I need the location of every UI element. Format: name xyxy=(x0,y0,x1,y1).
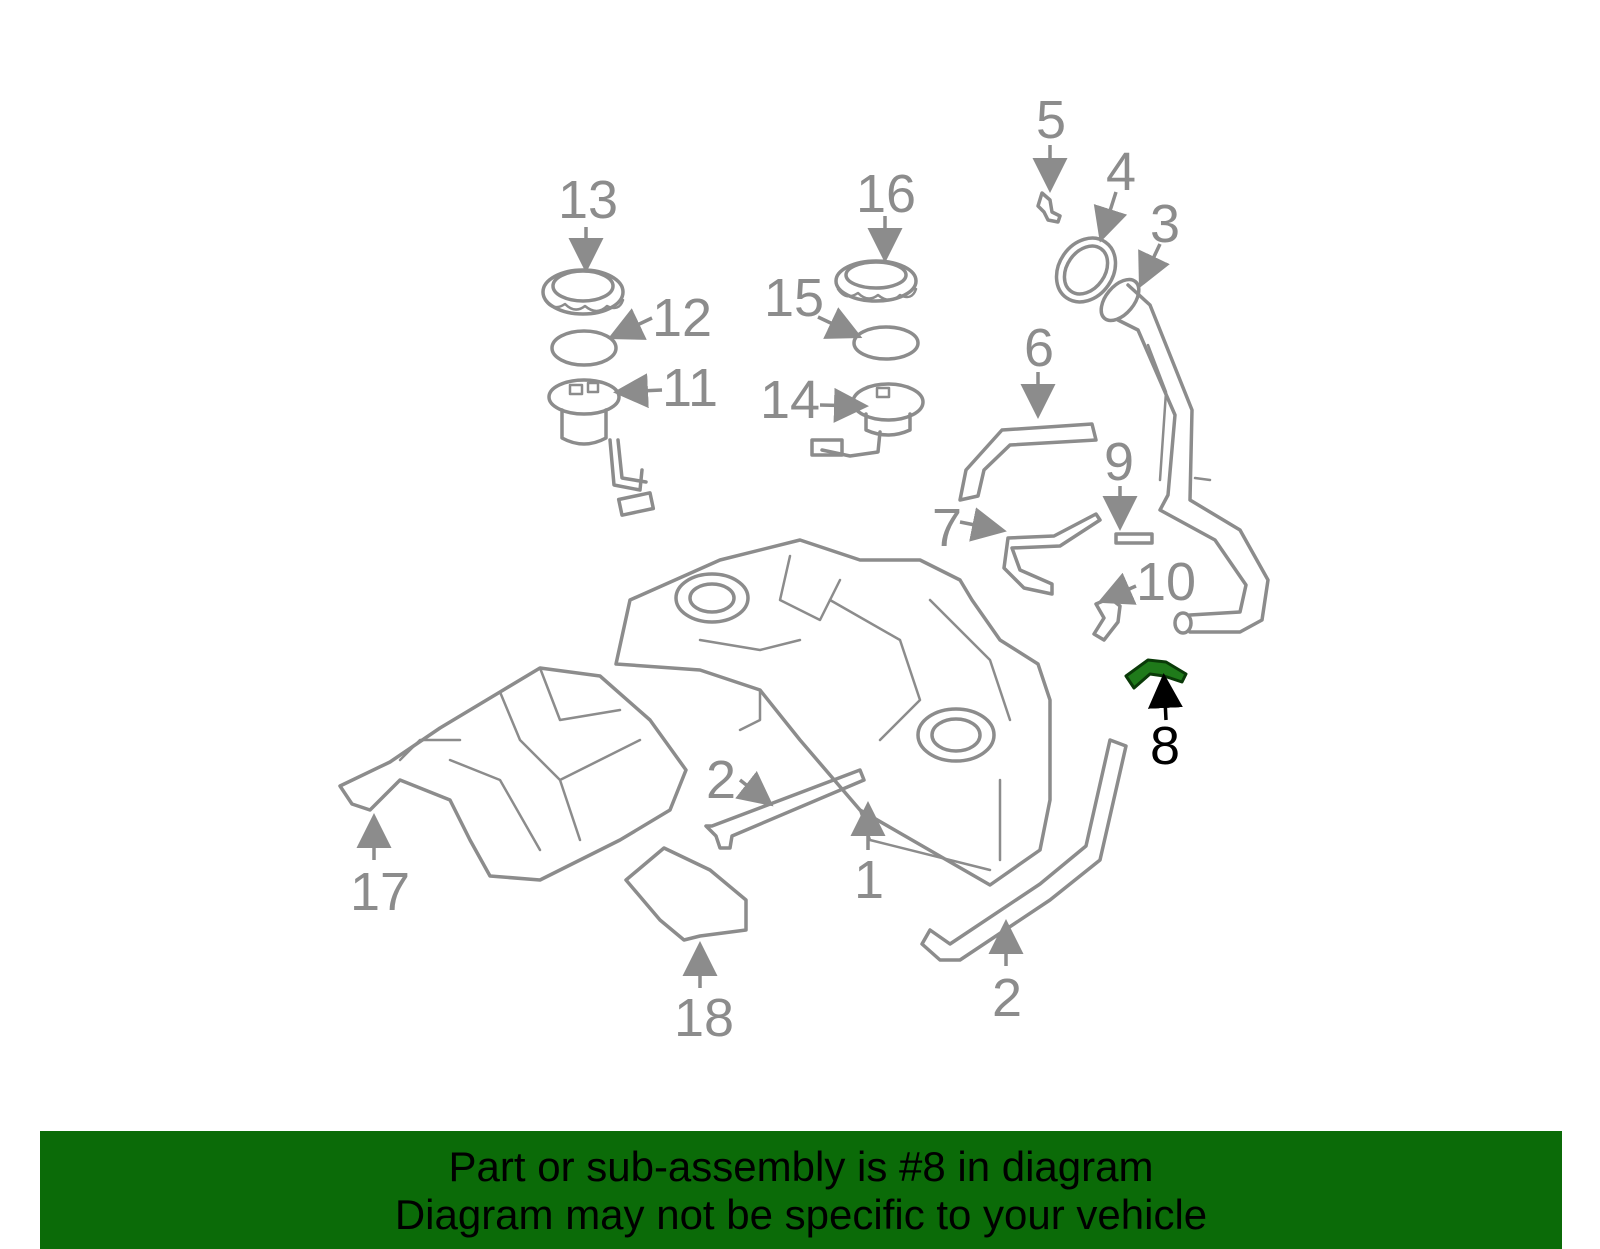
part-18-bracket xyxy=(624,846,748,942)
part-7-vent-line xyxy=(1002,512,1102,596)
part-15-o-ring xyxy=(852,325,920,361)
callout-17: 17 xyxy=(350,862,410,922)
callout-13: 13 xyxy=(558,170,618,230)
caption-line-disclaimer: Diagram may not be specific to your vehi… xyxy=(394,1191,1208,1238)
callout-2-upper: 2 xyxy=(706,750,736,810)
caption-line-part-number: Part or sub-assembly is #8 in diagram xyxy=(448,1143,1154,1190)
part-2-strap-upper xyxy=(704,768,866,850)
callout-7: 7 xyxy=(932,498,962,558)
part-8-hose xyxy=(1124,658,1188,690)
callout-3: 3 xyxy=(1150,194,1180,254)
leader-4 xyxy=(1093,191,1128,243)
callout-8: 8 xyxy=(1150,716,1180,776)
part-17-heat-shield xyxy=(338,666,688,882)
part-2-strap-lower xyxy=(920,738,1128,962)
part-3-filler-neck xyxy=(1099,277,1270,635)
part-1-fuel-tank xyxy=(614,538,1052,887)
part-12-o-ring xyxy=(550,329,618,367)
leader-14 xyxy=(819,387,869,423)
part-11-fuel-pump xyxy=(547,378,656,517)
parts-diagram: 13 12 11 16 15 14 5 4 3 6 9 7 10 8 1 2 2… xyxy=(338,90,1270,1048)
callout-6: 6 xyxy=(1024,318,1054,378)
callout-12: 12 xyxy=(652,288,712,348)
leader-12 xyxy=(607,308,653,340)
callout-16: 16 xyxy=(856,164,916,224)
leader-11 xyxy=(613,373,663,409)
callout-15: 15 xyxy=(764,268,824,328)
leader-2-upper xyxy=(735,770,774,807)
leader-15 xyxy=(817,307,863,339)
part-4-seal xyxy=(1054,236,1118,304)
callout-11: 11 xyxy=(662,358,718,418)
callout-18: 18 xyxy=(674,988,734,1048)
caption-banner: Part or sub-assembly is #8 in diagram Di… xyxy=(40,1131,1562,1249)
part-6-hose xyxy=(958,422,1098,502)
leader-7 xyxy=(959,507,1007,542)
leader-3 xyxy=(1138,243,1170,289)
callout-5: 5 xyxy=(1036,90,1066,150)
part-9-bracket xyxy=(1114,532,1154,545)
part-13-lock-ring xyxy=(541,268,625,316)
callout-1: 1 xyxy=(854,850,884,910)
leader-8 xyxy=(1147,673,1183,721)
callout-10: 10 xyxy=(1136,552,1196,612)
leader-10 xyxy=(1097,572,1137,605)
part-10-hose xyxy=(1092,596,1122,642)
part-16-lock-ring xyxy=(834,259,918,303)
callout-14: 14 xyxy=(760,370,820,430)
callout-2-lower: 2 xyxy=(992,968,1022,1028)
callout-9: 9 xyxy=(1104,432,1134,492)
part-14-fuel-sender xyxy=(810,382,925,458)
callout-4: 4 xyxy=(1106,142,1136,202)
part-5-clip xyxy=(1036,191,1062,224)
